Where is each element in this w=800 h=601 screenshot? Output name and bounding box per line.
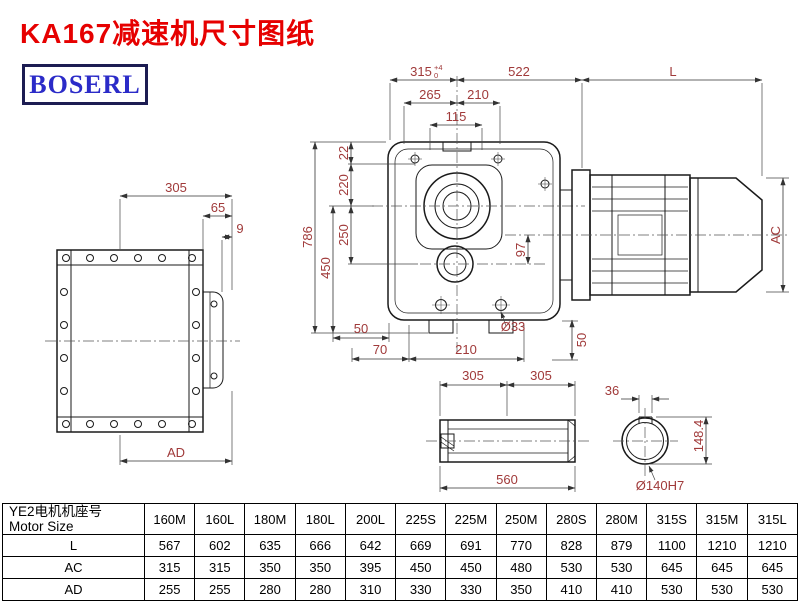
- row-label-AD: AD: [2, 578, 145, 601]
- value-cell: 480: [495, 556, 547, 579]
- dim-label-265: 265: [419, 87, 441, 102]
- value-cell: 635: [244, 534, 296, 557]
- dim-label-36: 36: [605, 383, 619, 398]
- dim-label-305-shaft-1: 305: [462, 368, 484, 383]
- dim-label-220: 220: [336, 174, 351, 196]
- dim-label-50-depth: 50: [574, 333, 589, 347]
- boserl-logo: BOSERL: [22, 64, 148, 105]
- value-cell: 450: [395, 556, 447, 579]
- dim-label-560: 560: [496, 472, 518, 487]
- value-cell: 530: [696, 578, 748, 601]
- frame-size-315L: 315L: [746, 503, 799, 535]
- value-cell: 255: [194, 578, 246, 601]
- dim-label-AC: AC: [768, 226, 783, 244]
- value-cell: 666: [294, 534, 346, 557]
- dim-label-50-foot: 50: [354, 321, 368, 336]
- row-label-AC: AC: [2, 556, 145, 579]
- value-cell: 280: [244, 578, 296, 601]
- dimension-drawing: 315 +4 0 522 L 265 210 115 22 220 250 45…: [45, 63, 790, 493]
- dim-label-70: 70: [373, 342, 387, 357]
- value-cell: 770: [495, 534, 547, 557]
- hollow-shaft-section: [426, 419, 592, 463]
- value-cell: 1210: [696, 534, 748, 557]
- dim-label-786: 786: [300, 226, 315, 248]
- motor-drawing: [505, 169, 790, 301]
- frame-size-280S: 280S: [545, 503, 597, 535]
- dim-label-140H7: Ø140H7: [636, 478, 684, 493]
- row-label-L: L: [2, 534, 145, 557]
- dim-label-L: L: [669, 64, 676, 79]
- frame-size-160M: 160M: [143, 503, 196, 535]
- value-cell: 828: [545, 534, 597, 557]
- frame-size-225M: 225M: [445, 503, 497, 535]
- dim-label-315-tol-upper: +4: [434, 63, 443, 72]
- dim-label-305-side: 305: [165, 180, 187, 195]
- value-cell: 642: [344, 534, 397, 557]
- value-cell: 410: [545, 578, 597, 601]
- dim-label-315: 315: [410, 64, 432, 79]
- frame-size-315M: 315M: [696, 503, 748, 535]
- value-cell: 310: [344, 578, 397, 601]
- dim-label-97: 97: [513, 243, 528, 257]
- value-cell: 315: [143, 556, 196, 579]
- value-cell: 350: [294, 556, 346, 579]
- frame-size-180L: 180L: [294, 503, 346, 535]
- dim-label-115: 115: [446, 109, 467, 124]
- value-cell: 645: [696, 556, 748, 579]
- dim-label-210-top: 210: [467, 87, 489, 102]
- frame-size-250M: 250M: [495, 503, 547, 535]
- dim-label-65: 65: [211, 200, 225, 215]
- dim-label-522: 522: [508, 64, 530, 79]
- frame-size-315S: 315S: [646, 503, 698, 535]
- value-cell: 395: [344, 556, 397, 579]
- dim-label-450: 450: [318, 257, 333, 279]
- value-cell: 410: [595, 578, 648, 601]
- value-cell: 691: [445, 534, 497, 557]
- dim-label-AD: AD: [167, 445, 185, 460]
- value-cell: 315: [194, 556, 246, 579]
- value-cell: 530: [595, 556, 648, 579]
- dim-label-210-foot: 210: [455, 342, 477, 357]
- left-side-view: [45, 249, 240, 433]
- value-cell: 350: [244, 556, 296, 579]
- value-cell: 645: [746, 556, 799, 579]
- dim-label-148: 148.4: [691, 420, 706, 453]
- frame-size-200L: 200L: [344, 503, 397, 535]
- dimension-annotations: 315 +4 0 522 L 265 210 115 22 220 250 45…: [119, 63, 789, 493]
- value-cell: 1210: [746, 534, 799, 557]
- value-cell: 645: [646, 556, 698, 579]
- shaft-end-view: [613, 408, 678, 476]
- value-cell: 602: [194, 534, 246, 557]
- value-cell: 1100: [646, 534, 698, 557]
- value-cell: 530: [646, 578, 698, 601]
- frame-size-280M: 280M: [595, 503, 648, 535]
- value-cell: 530: [746, 578, 799, 601]
- value-cell: 567: [143, 534, 196, 557]
- value-cell: 280: [294, 578, 346, 601]
- value-cell: 330: [445, 578, 497, 601]
- value-cell: 669: [395, 534, 447, 557]
- value-cell: 330: [395, 578, 447, 601]
- page-title: KA167减速机尺寸图纸: [20, 18, 316, 49]
- value-cell: 530: [545, 556, 597, 579]
- frame-size-180M: 180M: [244, 503, 296, 535]
- frame-size-160L: 160L: [194, 503, 246, 535]
- dim-label-250: 250: [336, 224, 351, 246]
- dim-label-305-shaft-2: 305: [530, 368, 552, 383]
- value-cell: 350: [495, 578, 547, 601]
- value-cell: 879: [595, 534, 648, 557]
- value-cell: 450: [445, 556, 497, 579]
- dim-label-9: 9: [236, 221, 243, 236]
- value-cell: 255: [143, 578, 196, 601]
- dim-label-hole-33: Ø33: [501, 319, 526, 334]
- frame-size-225S: 225S: [395, 503, 447, 535]
- dim-label-315-tol-lower: 0: [434, 71, 438, 80]
- logo-text: BOSERL: [29, 69, 141, 99]
- dim-label-22: 22: [336, 146, 351, 160]
